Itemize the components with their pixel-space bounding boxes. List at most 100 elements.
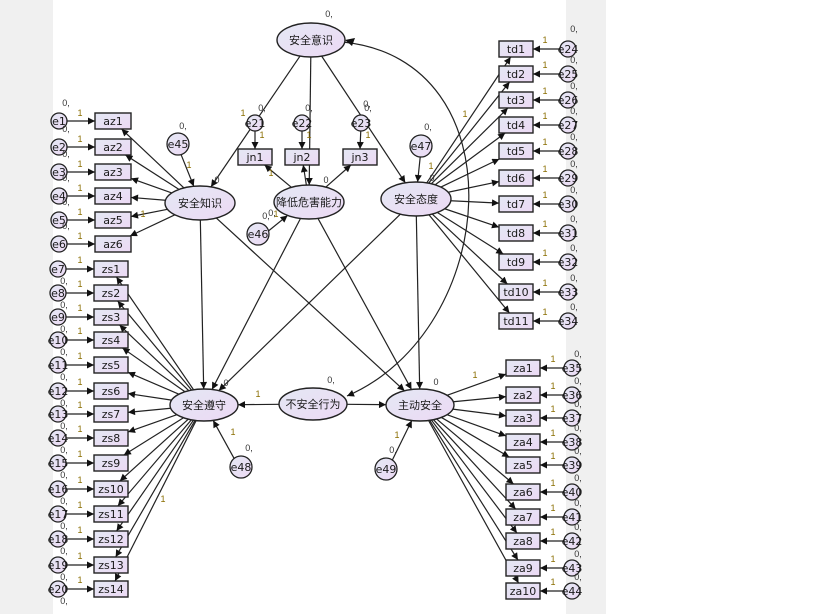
indicator-box[interactable] bbox=[93, 308, 129, 326]
indicator-box[interactable] bbox=[93, 480, 129, 498]
latent-bx[interactable]: 不安全行为 bbox=[278, 387, 348, 421]
indicator-box[interactable] bbox=[498, 91, 534, 109]
error-e3[interactable]: e3 bbox=[50, 163, 68, 181]
indicator-za9[interactable]: za9 bbox=[505, 559, 541, 577]
error-circle[interactable] bbox=[559, 283, 577, 301]
error-circle[interactable] bbox=[49, 580, 67, 598]
indicator-box[interactable] bbox=[93, 556, 129, 574]
indicator-box[interactable] bbox=[93, 580, 129, 598]
indicator-az4[interactable]: az4 bbox=[94, 187, 132, 205]
latent-ellipse[interactable] bbox=[273, 184, 345, 220]
structural-path-td-zs[interactable] bbox=[218, 213, 401, 392]
indicator-jn3[interactable]: jn3 bbox=[342, 148, 378, 166]
disturbance-path-e47[interactable] bbox=[414, 156, 422, 183]
error-circle[interactable] bbox=[246, 114, 264, 132]
indicator-box[interactable] bbox=[498, 116, 534, 134]
error-circle[interactable] bbox=[563, 456, 581, 474]
error-e37[interactable]: e37 bbox=[562, 409, 583, 427]
latent-zd[interactable]: 主动安全 bbox=[385, 388, 455, 422]
error-e8[interactable]: e8 bbox=[49, 284, 67, 302]
error-circle[interactable] bbox=[559, 65, 577, 83]
error-circle[interactable] bbox=[246, 222, 270, 246]
error-circle[interactable] bbox=[49, 429, 67, 447]
error-e34[interactable]: e34 bbox=[558, 312, 579, 330]
loading-path[interactable] bbox=[448, 179, 500, 193]
loading-path[interactable] bbox=[428, 81, 511, 184]
error-e35[interactable]: e35 bbox=[562, 359, 583, 377]
structural-path-td-zd[interactable] bbox=[415, 215, 424, 390]
error-e10[interactable]: e10 bbox=[48, 331, 69, 349]
disturbance-e47[interactable]: e47 bbox=[409, 134, 433, 158]
error-e4[interactable]: e4 bbox=[50, 187, 68, 205]
error-circle[interactable] bbox=[293, 114, 311, 132]
error-circle[interactable] bbox=[49, 331, 67, 349]
loading-path[interactable] bbox=[430, 107, 509, 185]
error-e44[interactable]: e44 bbox=[562, 582, 583, 600]
error-e29[interactable]: e29 bbox=[558, 169, 579, 187]
indicator-zs3[interactable]: zs3 bbox=[93, 308, 129, 326]
loading-path[interactable] bbox=[325, 164, 352, 188]
indicator-za7[interactable]: za7 bbox=[505, 508, 541, 526]
indicator-box[interactable] bbox=[93, 429, 129, 447]
disturbance-path-e49[interactable] bbox=[391, 420, 413, 461]
indicator-td9[interactable]: td9 bbox=[498, 253, 534, 271]
loading-path[interactable] bbox=[130, 208, 168, 219]
error-circle[interactable] bbox=[563, 433, 581, 451]
indicator-zs4[interactable]: zs4 bbox=[93, 331, 129, 349]
indicator-box[interactable] bbox=[93, 356, 129, 374]
structural-path-zz-zd[interactable] bbox=[215, 217, 405, 392]
error-circle[interactable] bbox=[49, 454, 67, 472]
indicator-td4[interactable]: td4 bbox=[498, 116, 534, 134]
indicator-zs5[interactable]: zs5 bbox=[93, 356, 129, 374]
indicator-box[interactable] bbox=[505, 483, 541, 501]
loading-path[interactable] bbox=[119, 324, 190, 392]
error-e12[interactable]: e12 bbox=[48, 382, 69, 400]
structural-path-jd-zd[interactable] bbox=[317, 218, 413, 390]
indicator-td8[interactable]: td8 bbox=[498, 224, 534, 242]
indicator-zs11[interactable]: zs11 bbox=[93, 505, 129, 523]
indicator-box[interactable] bbox=[93, 530, 129, 548]
indicator-za4[interactable]: za4 bbox=[505, 433, 541, 451]
error-e30[interactable]: e30 bbox=[558, 195, 579, 213]
latent-zz[interactable]: 安全知识 bbox=[164, 185, 236, 221]
error-circle[interactable] bbox=[352, 114, 370, 132]
error-e24[interactable]: e24 bbox=[558, 40, 579, 58]
loading-path[interactable] bbox=[430, 419, 518, 534]
error-e28[interactable]: e28 bbox=[558, 142, 579, 160]
indicator-box[interactable] bbox=[237, 148, 273, 166]
indicator-az1[interactable]: az1 bbox=[94, 112, 132, 130]
error-e7[interactable]: e7 bbox=[49, 260, 67, 278]
loading-path[interactable] bbox=[130, 194, 166, 202]
loading-path[interactable] bbox=[115, 276, 195, 391]
loading-path[interactable] bbox=[300, 164, 308, 186]
indicator-td10[interactable]: td10 bbox=[498, 283, 534, 301]
loading-path[interactable] bbox=[426, 56, 512, 184]
covariance-path[interactable] bbox=[335, 37, 470, 397]
indicator-td2[interactable]: td2 bbox=[498, 65, 534, 83]
latent-td[interactable]: 安全态度 bbox=[380, 181, 452, 217]
error-circle[interactable] bbox=[50, 163, 68, 181]
error-circle[interactable] bbox=[49, 382, 67, 400]
indicator-zs13[interactable]: zs13 bbox=[93, 556, 129, 574]
error-e5[interactable]: e5 bbox=[50, 211, 68, 229]
loading-path[interactable] bbox=[127, 391, 172, 401]
error-e18[interactable]: e18 bbox=[48, 530, 69, 548]
error-e40[interactable]: e40 bbox=[562, 483, 583, 501]
indicator-box[interactable] bbox=[498, 40, 534, 58]
indicator-zs6[interactable]: zs6 bbox=[93, 382, 129, 400]
indicator-td5[interactable]: td5 bbox=[498, 142, 534, 160]
indicator-jn1[interactable]: jn1 bbox=[237, 148, 273, 166]
indicator-zs9[interactable]: zs9 bbox=[93, 454, 129, 472]
indicator-td6[interactable]: td6 bbox=[498, 169, 534, 187]
error-e20[interactable]: e20 bbox=[48, 580, 69, 598]
latent-ellipse[interactable] bbox=[169, 388, 239, 422]
latent-ellipse[interactable] bbox=[380, 181, 452, 217]
error-e16[interactable]: e16 bbox=[48, 480, 69, 498]
loading-path[interactable] bbox=[117, 300, 193, 391]
error-circle[interactable] bbox=[229, 455, 253, 479]
indicator-box[interactable] bbox=[94, 187, 132, 205]
indicator-td3[interactable]: td3 bbox=[498, 91, 534, 109]
loading-path[interactable] bbox=[431, 213, 508, 285]
disturbance-path-e45[interactable] bbox=[180, 154, 195, 187]
